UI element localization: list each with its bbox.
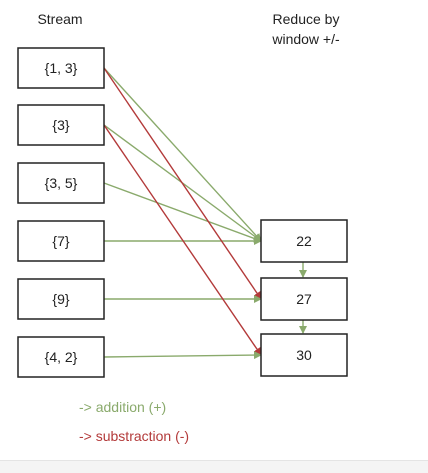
stream-box-1: {1, 3}	[17, 47, 105, 89]
addition-arrow-3	[103, 182, 262, 243]
edges-layer	[103, 67, 307, 360]
legend-subtraction: -> substraction (-)	[79, 428, 189, 444]
reduce-box-2: 27	[260, 277, 348, 321]
stream-box-5: {9}	[17, 278, 105, 320]
stream-box-2: {3}	[17, 104, 105, 146]
stream-box-4: {7}	[17, 220, 105, 262]
subtraction-arrow-7	[103, 124, 262, 356]
bottom-strip	[0, 460, 428, 473]
stream-box-1-label: {1, 3}	[45, 60, 78, 76]
reduce-box-2-label: 27	[296, 291, 312, 307]
reduce-box-1-label: 22	[296, 233, 312, 249]
reduce-box-1: 22	[260, 219, 348, 263]
legend-addition: -> addition (+)	[79, 399, 166, 415]
reduce-column-title-line2: window +/-	[271, 31, 340, 47]
addition-arrow-8	[103, 351, 262, 360]
reduce-box-3: 30	[260, 333, 348, 377]
stream-box-2-label: {3}	[52, 117, 69, 133]
reduce-box-3-label: 30	[296, 347, 312, 363]
subtraction-arrow-5	[103, 67, 262, 300]
stream-box-4-label: {7}	[52, 233, 69, 249]
stream-box-6-label: {4, 2}	[45, 349, 78, 365]
stream-column-title: Stream	[37, 11, 82, 27]
stream-box-3-label: {3, 5}	[45, 175, 78, 191]
stream-box-6: {4, 2}	[17, 336, 105, 378]
reduce-column-title-line1: Reduce by	[273, 11, 340, 27]
stream-box-3: {3, 5}	[17, 162, 105, 204]
addition-arrow-1	[103, 67, 262, 242]
stream-box-5-label: {9}	[52, 291, 69, 307]
